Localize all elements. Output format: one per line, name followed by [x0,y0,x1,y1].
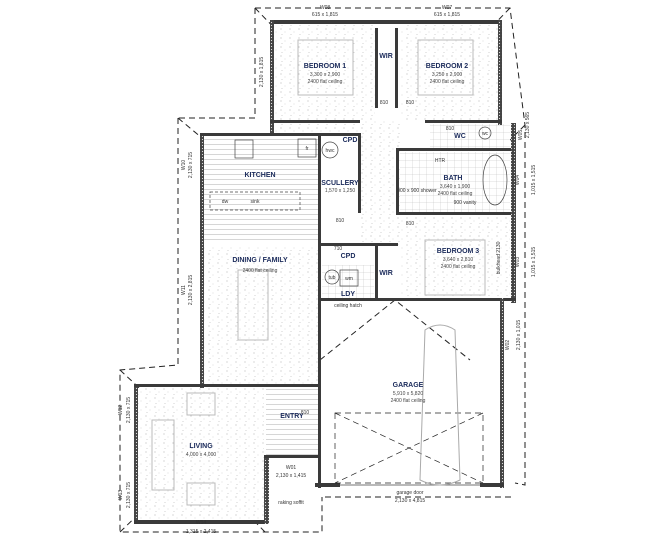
windows-w02-id-text: W02 [505,340,511,351]
wc-label: WC [454,133,466,140]
fixtures-garage-door-size-text: 2,130 x 4,815 [395,498,426,504]
rooms-bath-dims-text: 3,640 x 1,900 [440,184,471,190]
rooms-bath-ceiling-text: 2400 flat ceiling [438,191,473,197]
wir1-label: WIR [379,53,393,60]
windows-w10-size-text: 2,130 x 715 [188,152,194,178]
windows-w07-id-text: W07 [442,5,453,11]
doors-d810-text: 810 [406,221,415,227]
living-floor [138,388,264,520]
fixtures-hwc-text: hwc [326,148,335,154]
scullery-label: SCULLERY [321,180,359,187]
windows-w14-id-text: W14 [196,520,207,526]
windows-w12-id-text: W12 [118,405,124,416]
cpd2-label: CPD [341,253,356,260]
bedroom3-floor [400,216,510,300]
walls [134,20,516,524]
cpd1-label: CPD [343,137,358,144]
windows-w08-size-text: 615 x 1,815 [312,12,338,18]
windows-w09-size-text: 2,130 x 1,815 [259,57,265,88]
garage-label: GARAGE [393,382,424,389]
windows-w04-id-text: W04 [515,175,521,186]
rooms-garage-ceiling-text: 2400 flat ceiling [391,398,426,404]
windows-w13-id-text: W13 [118,490,124,501]
windows-w07-size-text: 615 x 1,815 [434,12,460,18]
bath-label: BATH [444,175,463,182]
wir2-label: WIR [379,270,393,277]
bedroom2-label: BEDROOM 2 [426,63,469,70]
rooms-bedroom3-dims-text: 3,640 x 2,810 [443,257,474,263]
rooms-bedroom3-ceiling-text: 2400 flat ceiling [441,264,476,270]
fixtures-raking-soffit-text: raking soffit [278,500,304,506]
room-labels: BEDROOM 1 3,300 x 2,900 2400 flat ceilin… [186,53,479,458]
kitchen-label: KITCHEN [244,172,275,179]
windows-w11-size-text: 2,130 x 2,815 [188,275,194,306]
fixtures-wm-text: wm [345,276,353,282]
windows-w01-size-text: 2,130 x 1,415 [276,473,307,479]
laundry-floor [322,265,374,300]
fixture-labels: fr hwc dw sink tub wm wc HTR 900 vanity … [222,100,502,506]
dining-family-label: DINING / FAMILY [232,257,288,264]
fixtures-bulkhead-text: bulkhead 2130 [496,241,502,274]
fixtures-vanity-text: 900 vanity [454,200,477,206]
fixtures-sink-text: sink [251,199,260,205]
windows-w03-size-text: 1,015 x 1,515 [531,247,537,278]
rooms-bedroom1-dims-text: 3,300 x 2,900 [310,72,341,78]
windows-w12-size-text: 2,130 x 715 [126,397,132,423]
fixtures-fridge-text: fr [305,146,308,152]
fixtures-tub-text: tub [329,275,336,281]
rooms-scullery-dims-text: 1,570 x 1,250 [325,188,356,194]
rooms-bedroom1-ceiling-text: 2400 flat ceiling [308,79,343,85]
windows-w01-id-text: W01 [286,465,297,471]
fixtures-garage-door-text: garage door [397,490,424,496]
bedroom3-label: BEDROOM 3 [437,248,480,255]
rooms-bedroom2-ceiling-text: 2400 flat ceiling [430,79,465,85]
rooms-living-dims-text: 4,000 x 4,000 [186,452,217,458]
wc-floor [430,124,510,150]
window-labels: W08 615 x 1,815 W07 615 x 1,815 2,130 x … [118,5,537,535]
kitchen-floor [204,137,318,244]
rooms-dining-ceiling-text: 2400 flat ceiling [243,268,278,274]
fixtures-ceiling-hatch-text: ceiling hatch [334,303,362,309]
furniture [151,39,508,506]
doors-d810-text: 810 [301,410,310,416]
doors-d810-text: 810 [336,218,345,224]
rooms-garage-dims-text: 5,910 x 5,820 [393,391,424,397]
laundry-label: LDY [341,291,355,298]
windows-w13-size-text: 2,130 x 715 [126,482,132,508]
windows-w05-size-text: 2,130 x 565 [525,112,531,138]
bath-floor [400,152,510,214]
bedroom1-label: BEDROOM 1 [304,63,347,70]
windows-w05-id-text: W05 [518,130,524,141]
windows-w08-id-text: W08 [320,5,331,11]
fixtures-htr-text: HTR [435,158,446,164]
windows-w14-size-text: 1,315 x 2,415 [186,529,217,535]
doors-d810-text: 810 [380,100,389,106]
fixtures-dw-text: dw [222,199,229,205]
windows-w03-id-text: W03 [515,257,521,268]
doors-d810-text: 810 [406,100,415,106]
windows-w10-id-text: W10 [181,160,187,171]
windows-w04-size-text: 1,015 x 1,515 [531,165,537,196]
fixtures-wc-pan-text: wc [482,131,489,137]
entry-floor [266,388,318,458]
windows-w11-id-text: W11 [181,285,187,295]
fixtures-shower-text: 900 x 900 shower [397,188,437,194]
rooms-bedroom2-dims-text: 3,250 x 2,900 [432,72,463,78]
doors-d710-text: 710 [334,246,343,252]
windows-w02-size-text: 2,130 x 1,015 [516,320,522,351]
living-label: LIVING [189,443,213,450]
doors-d810-text: 810 [446,126,455,132]
dining-floor [204,246,318,384]
entry-label: ENTRY [280,413,304,420]
